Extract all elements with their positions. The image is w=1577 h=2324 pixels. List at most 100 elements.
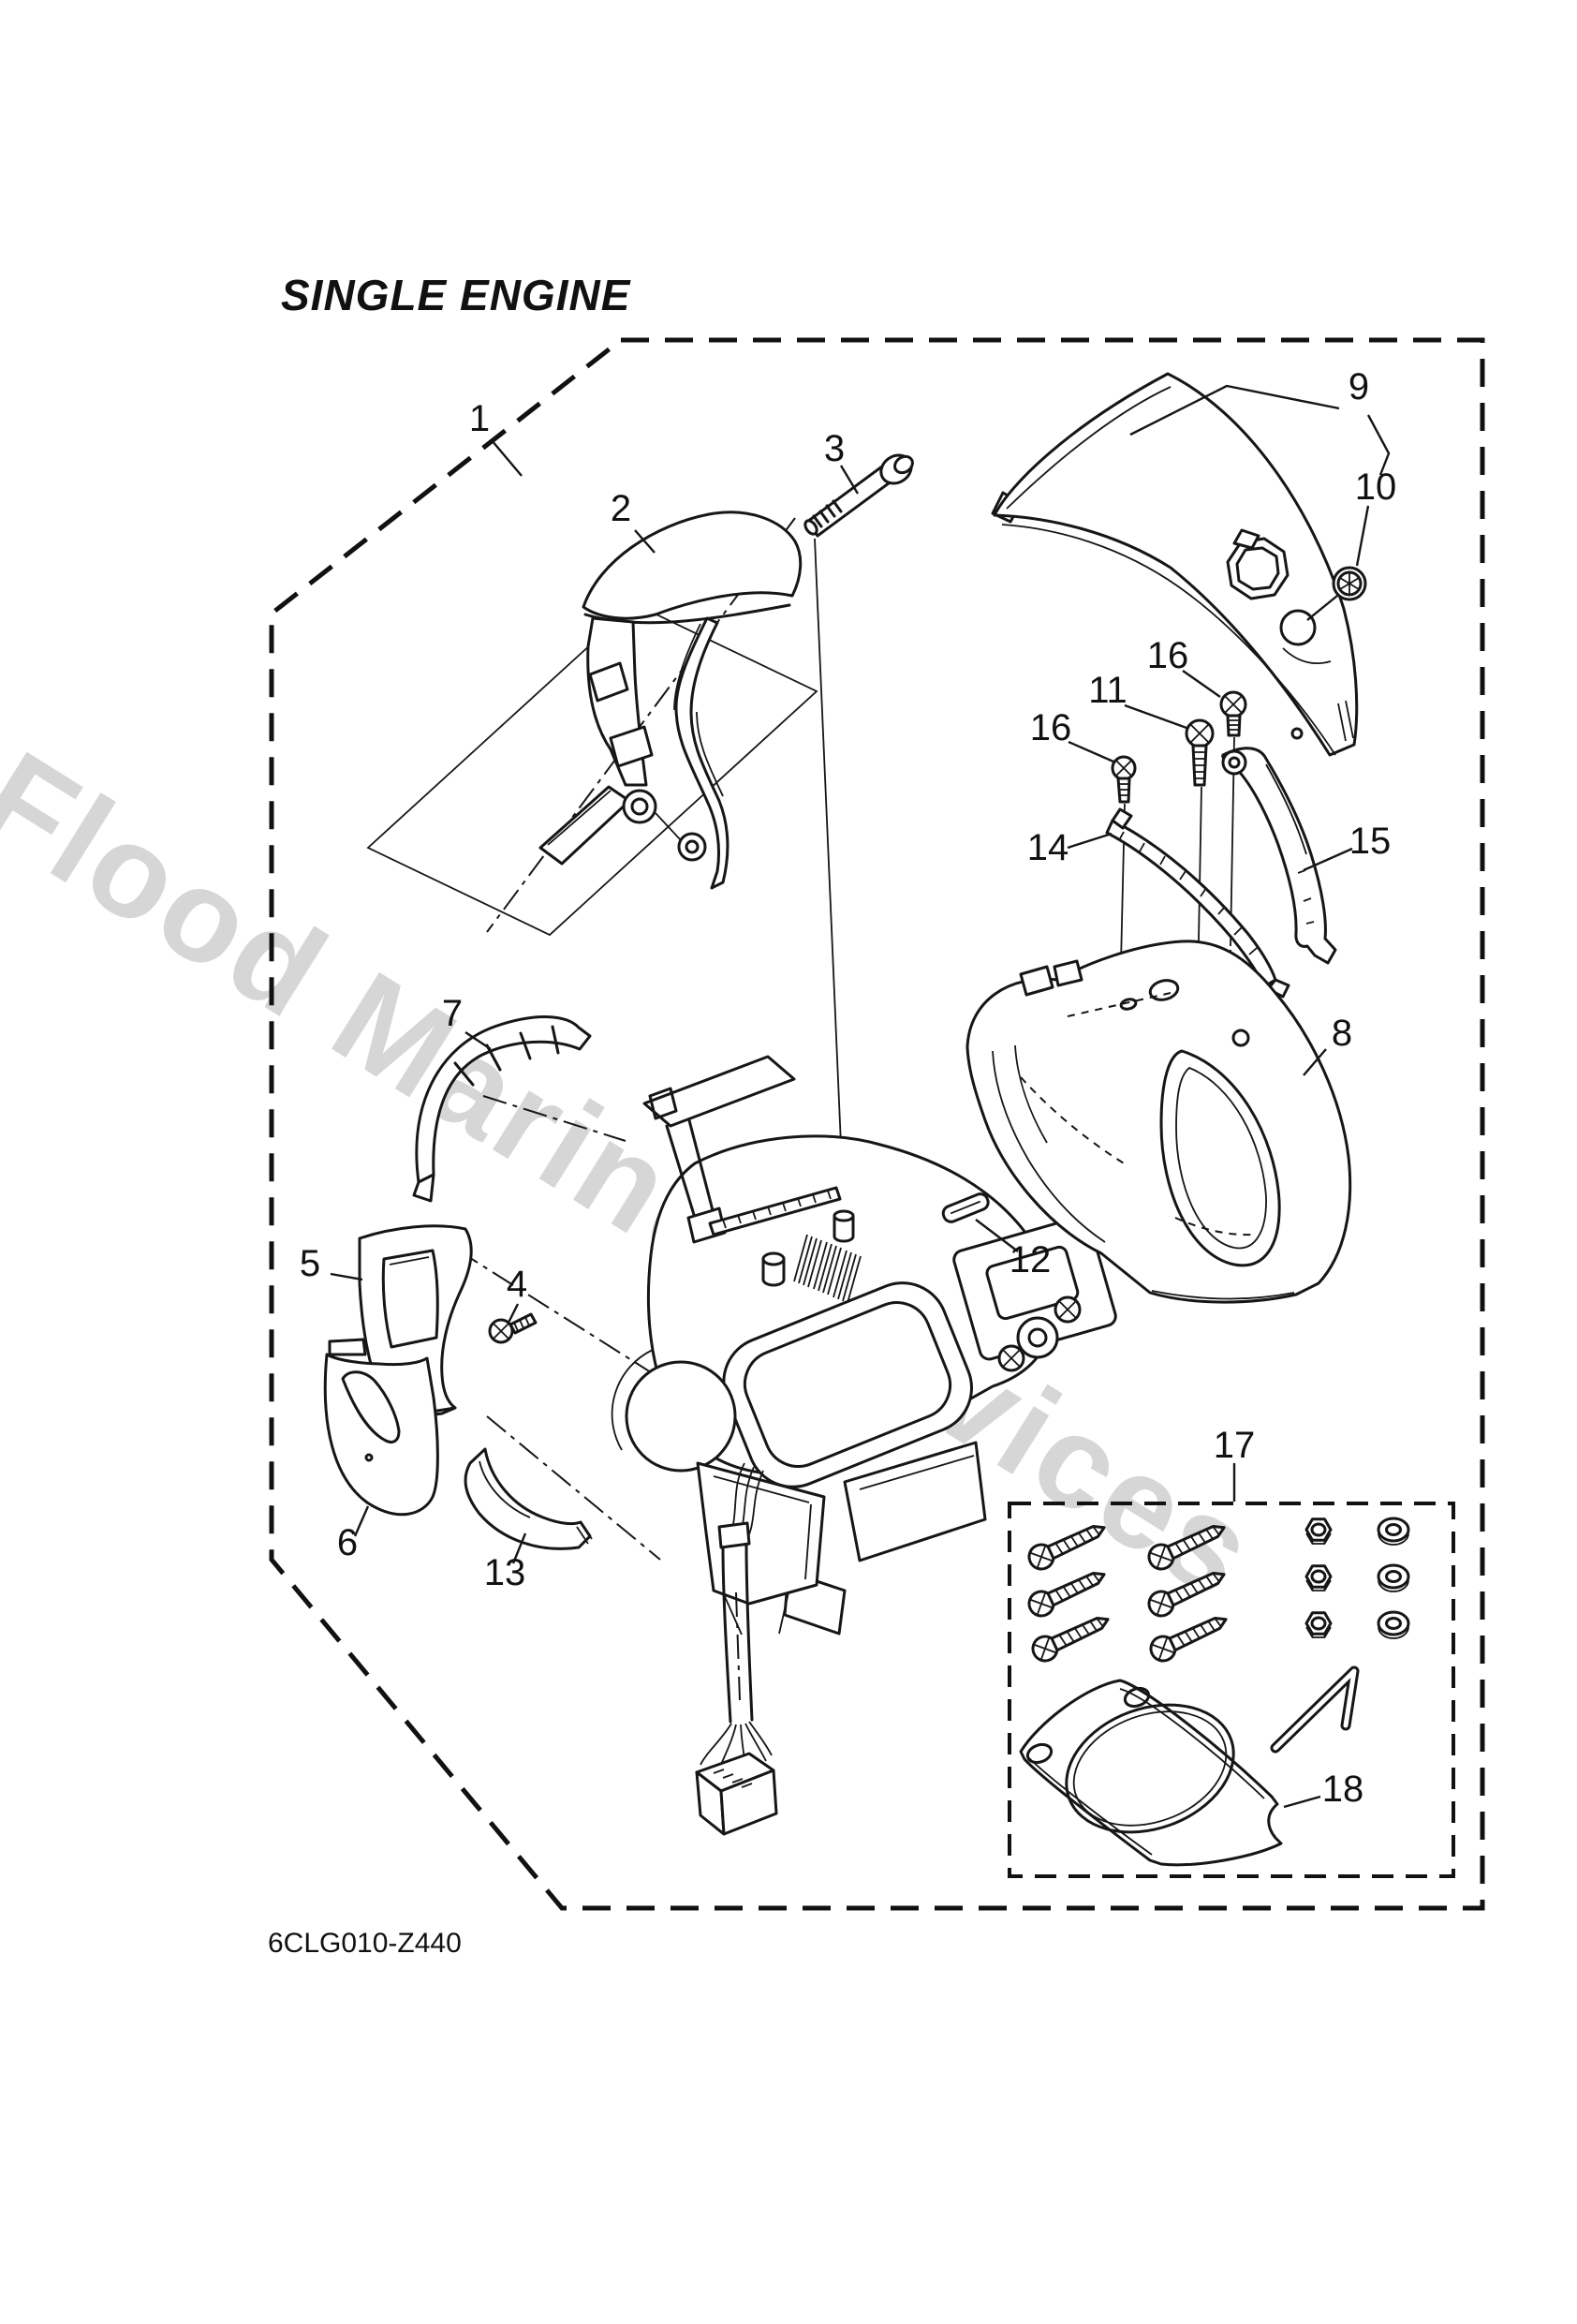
handle-roller-a xyxy=(622,789,657,824)
leader-9-10-bracket xyxy=(1366,414,1391,476)
handle-link xyxy=(655,812,682,841)
unit-screw-a-phillips xyxy=(1058,1300,1077,1319)
bolt-head xyxy=(893,454,914,475)
emblem-spokes xyxy=(1339,572,1360,595)
leader-7 xyxy=(464,1031,492,1050)
leader-12 xyxy=(975,1219,1019,1252)
unit-top-plate xyxy=(642,1055,796,1128)
part-label-10: 10 xyxy=(1355,466,1397,508)
cover-emblem-hole xyxy=(1279,609,1317,646)
connector-pins xyxy=(713,1769,753,1788)
part-label-16-15: 16 xyxy=(1147,635,1189,676)
cable-centerline xyxy=(735,1591,741,1701)
leader-11 xyxy=(1124,703,1187,730)
part-label-14: 14 xyxy=(1027,827,1069,868)
page-title: SINGLE ENGINE xyxy=(281,271,631,319)
screw4-phillips xyxy=(493,1323,509,1340)
kit-screw-5 xyxy=(1143,1562,1231,1621)
allen-key-highlight xyxy=(1273,1668,1357,1751)
part-label-8: 8 xyxy=(1332,1013,1352,1054)
part-10-emblem xyxy=(1332,566,1367,601)
leader-14 xyxy=(1067,832,1113,850)
handle-lever-edge xyxy=(547,790,612,846)
handle-roller-b-bore xyxy=(685,839,700,854)
cover-end-cap xyxy=(1337,700,1354,742)
unit-bottom-frame-legs xyxy=(713,1475,812,1636)
handle-strap xyxy=(674,616,730,890)
kit-box xyxy=(1008,1502,1455,1878)
part-label-15: 15 xyxy=(1349,821,1392,862)
gasket-bore-outer xyxy=(1065,1703,1235,1834)
kit-nut-3 xyxy=(1304,1611,1333,1639)
leader-13 xyxy=(511,1532,527,1564)
axis-line-panel6 xyxy=(486,1415,661,1561)
cover-bottom-contour xyxy=(1001,524,1336,756)
clip-line xyxy=(950,1200,981,1215)
arch-foot xyxy=(412,1173,435,1203)
unit-boss-bore xyxy=(1027,1327,1048,1348)
arch-ribs xyxy=(453,1025,560,1087)
part-12-clip xyxy=(941,1192,990,1223)
unit-stud2-top xyxy=(761,1251,786,1266)
kit-nut-2 xyxy=(1304,1564,1333,1592)
gasket-hole-left xyxy=(1025,1742,1054,1765)
part-label-17: 17 xyxy=(1214,1425,1256,1466)
gasket-thickness xyxy=(1027,1688,1265,1856)
part-2-handle xyxy=(538,511,803,890)
unit-rail xyxy=(708,1186,842,1236)
main-control-unit xyxy=(611,1055,1117,1636)
leader-10 xyxy=(1355,505,1370,567)
assembly-boundary xyxy=(269,337,1485,1911)
kit-screw-4 xyxy=(1143,1515,1231,1575)
part-label-4: 4 xyxy=(507,1264,527,1305)
unit-side-block-line xyxy=(859,1455,975,1490)
unit-stud2-body xyxy=(761,1257,786,1287)
kit-washer-3 xyxy=(1377,1610,1410,1640)
unit-boss xyxy=(1016,1316,1059,1359)
part-3-bolt xyxy=(803,453,914,538)
part-4-screw xyxy=(488,1312,538,1344)
part-label-2: 2 xyxy=(611,488,631,529)
leader-lines xyxy=(330,384,1391,1809)
unit-screw-b-phillips xyxy=(1002,1349,1021,1368)
gasket-bore-inner xyxy=(1072,1710,1228,1827)
cover-octagon-tab xyxy=(1232,528,1260,550)
handle-roller-a-bore xyxy=(630,797,649,816)
unit-arm xyxy=(665,1118,715,1220)
housing-tabs xyxy=(1019,959,1083,997)
leader-3 xyxy=(839,465,860,495)
housing-small-hole xyxy=(1119,998,1138,1011)
leader-16-left xyxy=(1068,740,1114,763)
part-label-12: 12 xyxy=(1010,1239,1052,1280)
housing-bottom-edge xyxy=(1151,1290,1295,1300)
leader-10-hole xyxy=(1306,595,1338,621)
kit-screw-1 xyxy=(1024,1515,1112,1575)
part-label-13: 13 xyxy=(484,1552,526,1593)
cable-fitting xyxy=(717,1521,751,1549)
cover-top-contour xyxy=(1006,386,1172,510)
rail-hatch xyxy=(1118,831,1258,955)
arm-eyelet-bore xyxy=(1228,756,1241,769)
boundary-outline xyxy=(269,337,1485,1911)
axis-line-arch7 xyxy=(482,1095,626,1142)
part-7-arch xyxy=(412,1015,592,1203)
unit-gasket-inner xyxy=(743,1301,952,1468)
unit-stud-top xyxy=(833,1209,855,1222)
unit-gasket-outer xyxy=(722,1281,974,1488)
unit-coil-ribs xyxy=(793,1234,862,1304)
part-label-16-16: 16 xyxy=(1030,707,1072,748)
leader-16-right xyxy=(1182,670,1221,698)
unit-top-window xyxy=(648,1087,678,1120)
kit-washer-2 xyxy=(1377,1563,1410,1593)
cover-pin-hole xyxy=(1290,727,1304,740)
handle-clamp-upper xyxy=(588,661,629,703)
housing-screw-hole xyxy=(1148,979,1180,1001)
arm-eyelet xyxy=(1221,749,1247,776)
handle-strap-contours xyxy=(673,623,724,797)
unit-stud-body xyxy=(833,1214,855,1243)
part-9-cover xyxy=(991,372,1359,757)
panel6-outline xyxy=(323,1353,439,1517)
part-8-housing xyxy=(965,940,1352,1304)
